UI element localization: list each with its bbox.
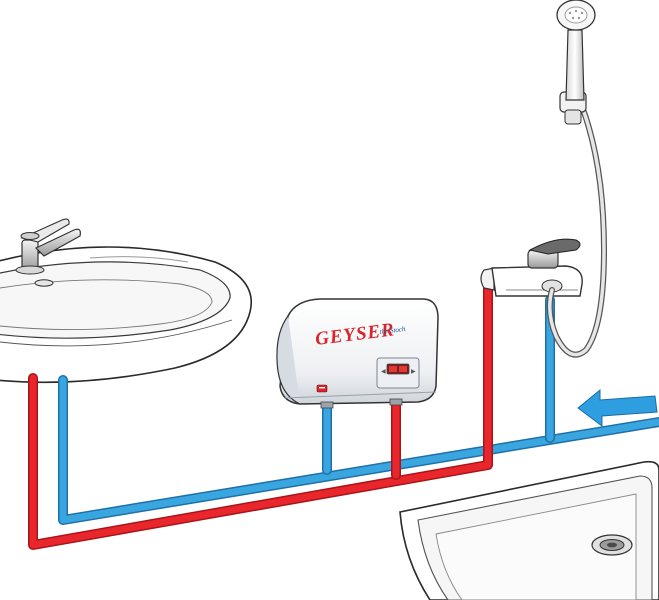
water-heater: GEYSER the Stoch ◀ ▶ xyxy=(276,298,439,409)
svg-text:▶: ▶ xyxy=(411,368,416,375)
model-label: the Stoch xyxy=(379,325,406,336)
faucet-icon xyxy=(15,218,81,275)
washbasin xyxy=(0,246,252,384)
shower-mixer xyxy=(480,238,583,297)
geyser-badge-icon xyxy=(316,384,328,393)
svg-text:◀: ◀ xyxy=(381,368,386,375)
control-panel: ◀ ▶ xyxy=(376,357,420,389)
shower-tray xyxy=(399,460,659,600)
inflow-arrow-icon xyxy=(577,388,658,427)
hot-water-pipes xyxy=(28,283,493,550)
shower-hose xyxy=(546,109,608,358)
shower-head-icon xyxy=(556,0,596,125)
drain-icon xyxy=(591,534,633,556)
